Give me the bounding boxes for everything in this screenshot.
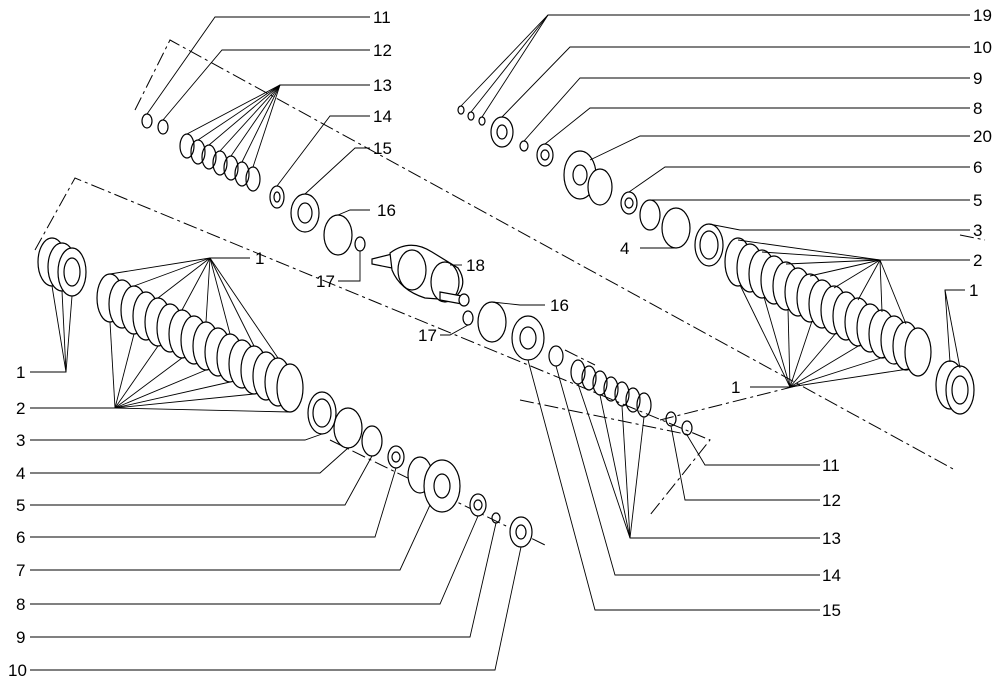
callout-5-right: 5 — [973, 191, 982, 210]
gear-7 — [407, 456, 461, 513]
callout-4-left: 4 — [16, 464, 25, 483]
lower-right-cluster — [570, 359, 693, 436]
callout-2-left: 2 — [16, 399, 25, 418]
callout-14-lower: 14 — [822, 566, 841, 585]
callout-6-right: 6 — [973, 158, 982, 177]
callout-5-left: 5 — [16, 496, 25, 515]
callout-10-right: 10 — [973, 38, 992, 57]
callout-13-upper: 13 — [373, 76, 392, 95]
gear-20 — [563, 150, 613, 206]
callout-labels: 11 12 13 14 15 16 17 18 16 17 19 10 9 8 … — [8, 6, 992, 680]
callout-4-right: 4 — [620, 239, 629, 258]
callout-12-lower: 12 — [822, 491, 841, 510]
callout-7-left: 7 — [16, 561, 25, 580]
callout-1-left-top: 1 — [255, 249, 264, 268]
callout-3-left: 3 — [16, 431, 25, 450]
clutch-pack-right — [724, 237, 932, 377]
callout-19: 19 — [973, 6, 992, 25]
left-lower-cluster — [307, 391, 533, 548]
upper-left-cluster — [141, 113, 366, 256]
callout-15-lower: 15 — [822, 601, 841, 620]
friction-disc-stack-13-lower — [570, 359, 652, 418]
callout-9-right: 9 — [973, 69, 982, 88]
callout-2-right: 2 — [973, 251, 982, 270]
callout-8-right: 8 — [973, 99, 982, 118]
callout-18: 18 — [466, 256, 485, 275]
callout-15-upper: 15 — [373, 139, 392, 158]
separator-stack-right — [935, 360, 975, 415]
callout-20: 20 — [973, 127, 992, 146]
callout-17-lower: 17 — [418, 326, 437, 345]
callout-16-lower: 16 — [550, 296, 569, 315]
callout-11-lower: 11 — [822, 456, 840, 475]
right-upper-cluster — [457, 105, 724, 267]
callout-14-upper: 14 — [373, 107, 392, 126]
callout-17-upper: 17 — [316, 272, 335, 291]
callout-11-upper: 11 — [373, 8, 391, 27]
callout-1-left: 1 — [16, 363, 25, 382]
callout-1-right: 1 — [969, 281, 978, 300]
callout-16-upper: 16 — [377, 201, 396, 220]
friction-disc-stack-13 — [179, 133, 261, 192]
clutch-pack-left — [96, 273, 304, 413]
callout-8-left: 8 — [16, 595, 25, 614]
callout-13-lower: 13 — [822, 529, 841, 548]
callout-12-upper: 12 — [373, 41, 392, 60]
callout-6-left: 6 — [16, 528, 25, 547]
callout-10-left: 10 — [8, 661, 27, 680]
callout-1-mid: 1 — [731, 378, 740, 397]
callout-3-right: 3 — [973, 221, 982, 240]
callout-9-left: 9 — [16, 628, 25, 647]
leader-lines — [30, 14, 970, 671]
separator-stack-left — [37, 237, 87, 297]
